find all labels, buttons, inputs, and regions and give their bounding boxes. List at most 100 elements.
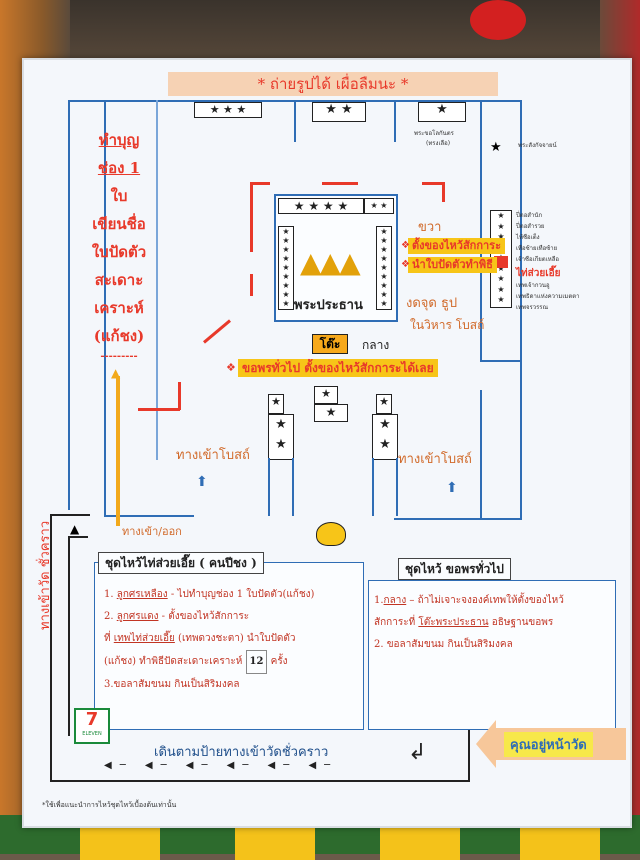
panel-general-body: 1.กลาง – ถ้าไม่เจาะจงองค์เทพให้ตั้งของไห… <box>374 590 610 656</box>
altar-stars-top: ★ ★ ★ ★ <box>278 198 364 214</box>
yellow-arrow-head: ▲ <box>111 366 121 380</box>
store-name: ELEVEN <box>82 731 102 737</box>
donation-line: เคราะห์ <box>94 299 144 317</box>
offering-note-right: ตั้งของไหว้สักการะ <box>408 238 505 254</box>
wall-left-room-top <box>68 100 108 102</box>
panel-taisui <box>94 562 364 730</box>
legend-item: เทพจรวรรณ <box>516 304 549 311</box>
red-arrow <box>422 182 444 185</box>
map-title: * ถ่ายรูปได้ เผื่อลืมนะ * <box>168 72 498 96</box>
entrance-right-label: ทางเข้าโบสถ์ <box>398 452 472 467</box>
wall-entrance <box>396 458 398 516</box>
diamond-icon: ❖ <box>401 259 410 270</box>
panel-taisui-line: 3.ขอลาสัมขนม กินเป็นสิริมงคล <box>104 679 240 690</box>
no-incense-label: งดจุด ธูป <box>406 296 458 311</box>
panel-taisui-body: 1. ลูกศรเหลือง - ไปทำบุญช่อง 1 ใบปัดตัว(… <box>104 584 360 696</box>
path-top <box>50 514 90 516</box>
side-path-label: ทางเข้าวัด ชั่วคราว <box>38 520 53 630</box>
panel-taisui-line: ที่ เทพไท่ส่วยเอี๊ย (เทพดวงชะตา) นำใบปัด… <box>104 628 360 650</box>
incense-burner-icon <box>316 522 346 546</box>
wall-entrance <box>268 458 270 516</box>
line-pre: ที่ <box>104 633 114 644</box>
entrance-left-label: ทางเข้าโบสถ์ <box>176 448 250 463</box>
wall-top <box>104 100 522 102</box>
wall-right-room <box>480 360 522 362</box>
walk-arrows-icon: ◀─ ◀─ ◀─ ◀─ ◀─ ◀─ <box>104 760 339 771</box>
red-arrow <box>250 274 253 296</box>
shrine-stars-top-right: ★ <box>418 102 466 122</box>
altar-stars-right: ★★★★★★★★★ <box>376 226 392 310</box>
panel-taisui-line: (แก้ชง) ทำพิธีปัดสะเดาะเคราะห์ 12 ครั้ง <box>104 650 360 674</box>
donation-line: --------- <box>100 351 138 362</box>
you-are-here-arrow-icon <box>476 720 496 768</box>
legend-item: เทือซ้ายเทือซ้าย <box>516 245 558 252</box>
altar-stars-top-small: ★ ★ <box>364 198 394 214</box>
red-arrow <box>178 382 181 410</box>
red-arrow <box>203 319 231 344</box>
footnote: *ใช้เพื่อแนะนำการไหว้ชุดไหว้เบื้องต้นเท่… <box>42 801 177 809</box>
panel-taisui-item: 2. ลูกศรแดง - ตั้งของไหว้สักการะ <box>104 606 360 628</box>
path-inner <box>68 536 70 736</box>
donation-line: เขียนชื่อ <box>92 215 146 233</box>
wall-right-room <box>480 390 482 520</box>
pillar-star-right: ★ <box>376 394 392 414</box>
panel-general <box>368 580 616 730</box>
wall-entrance <box>372 458 374 516</box>
panel-general-heading: ชุดไหว้ ขอพรทั่วไป <box>398 558 511 580</box>
line-pre: (แก้ชง) ทำพิธีปัดสะเดาะเคราะห์ <box>104 656 243 667</box>
red-arrow <box>138 408 180 411</box>
pillar-star: ★ <box>314 404 348 422</box>
donation-line: ทำบุญ <box>98 131 140 149</box>
seven-eleven-logo: 7 ELEVEN <box>74 708 110 744</box>
path-bottom <box>50 780 470 782</box>
path-inner-top <box>68 536 88 538</box>
up-arrow-icon: ⬆ <box>196 474 208 490</box>
altar-label: พระประธาน <box>294 298 363 313</box>
wall-left <box>104 100 106 515</box>
gate-label: ทางเข้า/ออก <box>122 525 182 538</box>
item-text: - ตั้งของไหว้สักการะ <box>158 611 250 622</box>
pillar-left: ★★ <box>268 414 294 460</box>
path-right <box>468 716 470 782</box>
line-post: (เทพดวงชะตา) นำใบปัดตัว <box>174 633 296 644</box>
legend-item: ปี่ตอสำนัก <box>516 212 543 219</box>
panel-taisui-item: 1. ลูกศรเหลือง - ไปทำบุญช่อง 1 ใบปัดตัว(… <box>104 584 360 606</box>
donation-line: ใบปัดตัว <box>91 243 147 261</box>
line-num: 1. <box>374 595 384 606</box>
diamond-icon: ❖ <box>226 361 236 374</box>
middle-label: กลาง <box>362 338 390 352</box>
path-left <box>50 514 52 782</box>
count-box: 12 <box>245 650 268 674</box>
wall-entrance <box>292 458 294 516</box>
right-direction-label: ขวา <box>418 220 442 235</box>
item-num: 1. <box>104 589 114 600</box>
top-room-label: พระขอโลกันตร <box>414 130 454 137</box>
item-key: ลูกศรเหลือง <box>116 589 168 600</box>
donation-line: ช่อง 1 <box>97 159 141 177</box>
donation-line: (แก้ชง) <box>93 327 145 345</box>
legend-item: ไท้ซือเต็ง <box>516 234 540 241</box>
donation-box-text: ทำบุญ ช่อง 1 ใบ เขียนชื่อ ใบปัดตัว สะเดา… <box>74 126 164 364</box>
red-arrow <box>322 182 358 185</box>
shrine-stars-top-left: ★ ★ ★ <box>194 102 262 118</box>
legend-list: ปี่ตอสำนัก ปี่ตอสำรวย ไท้ซือเต็ง เทือซ้า… <box>516 212 636 322</box>
item-text: - ไปทำบุญช่อง 1 ใบปัดตัว(แก้ชง) <box>167 589 315 600</box>
top-room-sub: (ทรงเลือ) <box>426 140 451 147</box>
line-key: เทพไท่ส่วยเอี๊ย <box>113 633 175 644</box>
right-top-label: พระสังกัจจายน์ <box>518 142 557 149</box>
line-key: กลาง <box>383 595 407 606</box>
wall-hall <box>394 102 396 142</box>
wall-bottom-left <box>104 515 194 517</box>
shrine-stars-top-center: ★ ★ <box>312 102 366 122</box>
general-wish-note: ขอพรทั่วไป ตั้งของไหว้สักการะได้เลย <box>238 359 438 377</box>
store-num: 7 <box>85 709 99 730</box>
line-post: ครั้ง <box>270 656 288 667</box>
red-arrow <box>442 182 445 202</box>
wall-bottom-right <box>394 518 522 520</box>
panel-taisui-heading: ชุดไหว้ไท่ส่วยเอี๊ย ( คนปีชง ) <box>98 552 264 574</box>
item-num: 2. <box>104 611 114 622</box>
red-lantern <box>470 0 526 40</box>
no-incense-label2: ในวิหาร โบสถ์ <box>410 318 485 332</box>
line-pre: สักการะที่ <box>374 617 419 628</box>
up-arrow-icon: ⬆ <box>446 480 458 496</box>
